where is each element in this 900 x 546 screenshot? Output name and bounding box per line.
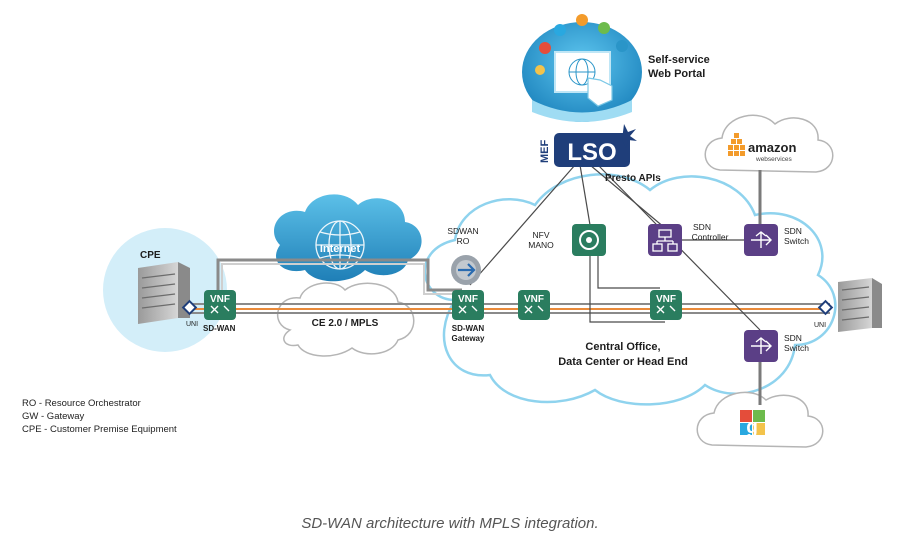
svg-text:g: g <box>746 417 758 438</box>
central-office-cloud <box>423 173 837 406</box>
mef-text: MEF <box>539 140 551 164</box>
right-building-icon <box>838 278 882 332</box>
cpe-label: CPE <box>140 250 161 261</box>
amazon-cloud <box>704 114 834 173</box>
vnf-sdwan-gateway[interactable]: VNF <box>452 290 484 320</box>
sdn-switch-top-label-1: SDN <box>784 226 802 236</box>
uni-left-icon <box>181 299 198 316</box>
lso-text: LSO <box>567 139 616 166</box>
amazon-sub: webservices <box>755 156 793 163</box>
globe-icon <box>315 220 365 270</box>
sdn-switch-bottom-label-1: SDN <box>784 333 802 343</box>
sdn-switch-bottom-label-2: Switch <box>784 343 809 353</box>
sdwan-ro-label-2: RO <box>457 236 470 246</box>
web-portal-icon[interactable] <box>522 14 642 122</box>
svg-text:VNF: VNF <box>458 294 478 305</box>
cpe-building-icon <box>138 262 190 324</box>
sdwan-gateway-label-1: SD-WAN <box>452 324 485 333</box>
sdwan-ro-icon[interactable] <box>451 255 481 285</box>
nfv-mano-label-1: NFV <box>533 230 550 240</box>
abbreviation-legend: RO - Resource Orchestrator GW - Gateway … <box>22 397 177 436</box>
sd-wan-label: SD-WAN <box>203 324 236 333</box>
uni-left-label: UNI <box>186 321 198 328</box>
mef-lso-logo: MEF LSO <box>539 124 637 167</box>
amazon-logo: amazon webservices <box>728 133 796 163</box>
mpls-label: CE 2.0 / MPLS <box>312 318 379 329</box>
legend-item-cpe: CPE - Customer Premise Equipment <box>22 424 177 435</box>
amazon-name: amazon <box>748 140 796 155</box>
nfv-mano-label-2: MANO <box>528 240 554 250</box>
google-logo: g <box>740 410 765 438</box>
vnf-central[interactable]: VNF <box>650 290 682 320</box>
internet-label: Internet <box>320 243 361 255</box>
uni-right-icon <box>817 299 834 316</box>
sdn-controller-label-1: SDN <box>693 222 711 232</box>
portal-label-line2: Web Portal <box>648 68 705 80</box>
svg-text:VNF: VNF <box>524 294 544 305</box>
transport-paths <box>188 258 830 314</box>
legend-item-gw: GW - Gateway <box>22 411 85 422</box>
svg-text:VNF: VNF <box>656 294 676 305</box>
sdwan-ro-label-1: SDWAN <box>447 226 478 236</box>
nfv-mano-icon[interactable] <box>572 224 606 256</box>
vnf-sdwan-cpe[interactable]: VNF <box>204 290 236 320</box>
sdn-controller-label-2: Controller <box>692 232 729 242</box>
vnf-middle[interactable]: VNF <box>518 290 550 320</box>
sdn-switch-top-label-2: Switch <box>784 236 809 246</box>
figure-caption: SD-WAN architecture with MPLS integratio… <box>301 515 599 532</box>
mpls-cloud <box>276 282 415 357</box>
central-office-label-1: Central Office, <box>585 341 660 353</box>
uni-right-label: UNI <box>814 322 826 329</box>
legend-item-ro: RO - Resource Orchestrator <box>22 398 141 409</box>
portal-label-line1: Self-service <box>648 54 710 66</box>
svg-text:VNF: VNF <box>210 294 230 305</box>
sdwan-gateway-label-2: Gateway <box>452 334 485 343</box>
sdn-controller-icon[interactable] <box>648 224 682 256</box>
presto-apis-label: Presto APIs <box>605 173 661 184</box>
sdn-switch-top-icon[interactable] <box>744 224 778 256</box>
sdn-switch-bottom-icon[interactable] <box>744 330 778 362</box>
central-office-label-2: Data Center or Head End <box>558 356 688 368</box>
